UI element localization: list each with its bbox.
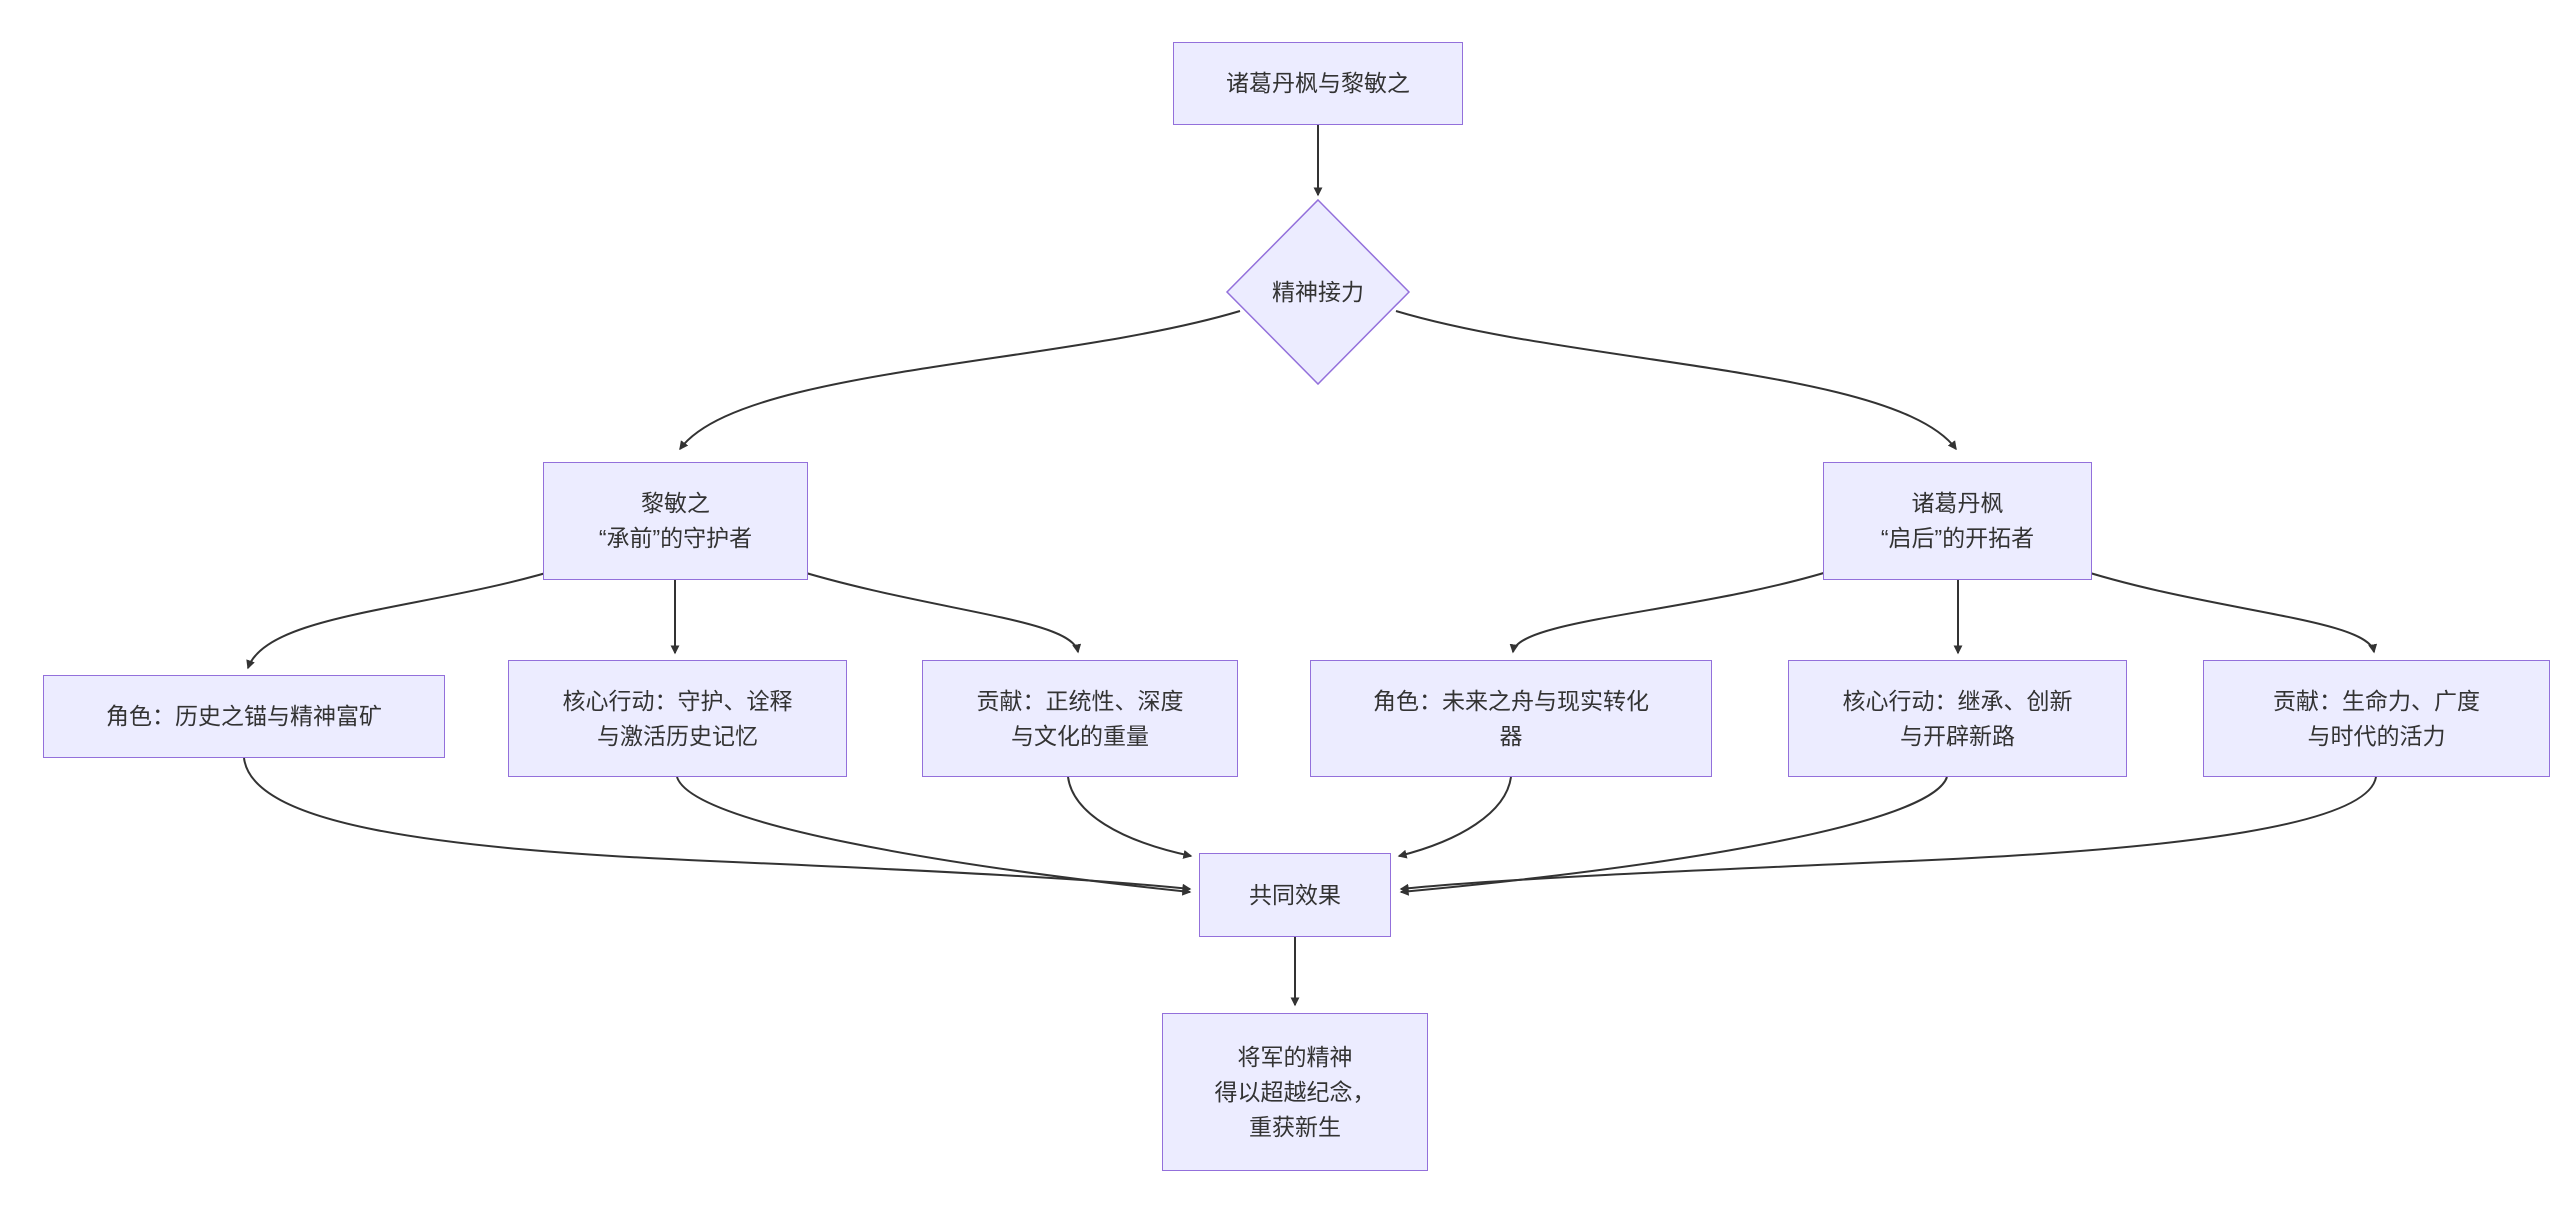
edge-relay-to-zhuge [1395, 310, 1957, 451]
node-li-minzhi-guardian-label: 黎敏之 [641, 490, 710, 516]
edge-zhuge-to-contribution [2070, 566, 2378, 654]
node-li-role: 角色：历史之锚与精神富矿 [43, 675, 445, 758]
node-li-role-label: 角色：历史之锚与精神富矿 [106, 703, 382, 729]
node-zhuge-core-action: 核心行动：继承、创新与开辟新路 [1788, 660, 2127, 777]
node-li-core-action: 核心行动：守护、诠释与激活历史记忆 [508, 660, 847, 777]
node-li-minzhi-guardian-label: “承前”的守护者 [598, 525, 753, 551]
node-zhuge-role: 角色：未来之舟与现实转化器 [1310, 660, 1712, 777]
node-outcome-label: 得以超越纪念， [1214, 1078, 1376, 1105]
node-joint-effect: 共同效果 [1199, 853, 1391, 937]
edge-relay-to-li [679, 310, 1241, 451]
node-zhuge-danfeng-pioneer: 诸葛丹枫 “启后”的开拓者 [1823, 462, 2092, 580]
node-outcome: 将军的精神得以超越纪念， 重获新生 [1162, 1013, 1428, 1171]
node-spiritual-relay-label: 精神接力 [1272, 278, 1364, 305]
edge-zhuge-role-to-effect [1397, 776, 1512, 859]
node-li-contribution: 贡献：正统性、深度与文化的重量 [922, 660, 1238, 777]
node-outcome-label: 将军的精神 [1237, 1043, 1353, 1070]
node-li-core-action-label: 核心行动：守护、诠释 [562, 687, 793, 714]
node-zhuge-role-label: 器 [1499, 722, 1523, 749]
edge-li-role-to-effect [243, 757, 1192, 893]
node-zhuge-core-action-label: 核心行动：继承、创新 [1842, 687, 2073, 714]
edge-li-contribution-to-effect [1067, 776, 1193, 859]
node-li-core-action-label: 与激活历史记忆 [597, 722, 758, 749]
node-zhuge-contribution-label: 与时代的活力 [2307, 722, 2446, 749]
edge-li-to-contribution [785, 566, 1082, 654]
node-zhuge-role-label: 角色：未来之舟与现实转化 [1373, 687, 1649, 714]
node-spiritual-relay: 精神接力 [1227, 200, 1409, 384]
node-zhuge-core-action-label: 与开辟新路 [1900, 722, 2015, 749]
edge-zhuge-contribution-to-effect [1399, 776, 2377, 893]
node-zhuge-danfeng-pioneer-label: 诸葛丹枫 [1911, 490, 2004, 516]
node-zhuge-danfeng-pioneer-label: “启后”的开拓者 [1880, 525, 2035, 551]
node-joint-effect-label: 共同效果 [1249, 881, 1341, 908]
edge-zhuge-to-role [1509, 566, 1844, 654]
node-li-minzhi-guardian: 黎敏之 “承前”的守护者 [543, 462, 808, 580]
node-zhuge-and-li: 诸葛丹枫与黎敏之 [1173, 42, 1463, 125]
edge-zhuge-action-to-effect [1399, 776, 1948, 896]
node-outcome-label: 重获新生 [1249, 1113, 1341, 1140]
node-li-contribution-label: 贡献：正统性、深度 [976, 687, 1184, 714]
node-spiritual-relay-shape [1225, 198, 1411, 386]
edge-li-action-to-effect [676, 776, 1192, 896]
node-zhuge-and-li-label: 诸葛丹枫与黎敏之 [1226, 70, 1410, 96]
node-li-contribution-label: 与文化的重量 [1011, 722, 1149, 749]
node-zhuge-contribution-label: 贡献：生命力、广度 [2273, 687, 2480, 714]
node-zhuge-contribution: 贡献：生命力、广度与时代的活力 [2203, 660, 2550, 777]
edge-li-to-role [246, 566, 567, 670]
